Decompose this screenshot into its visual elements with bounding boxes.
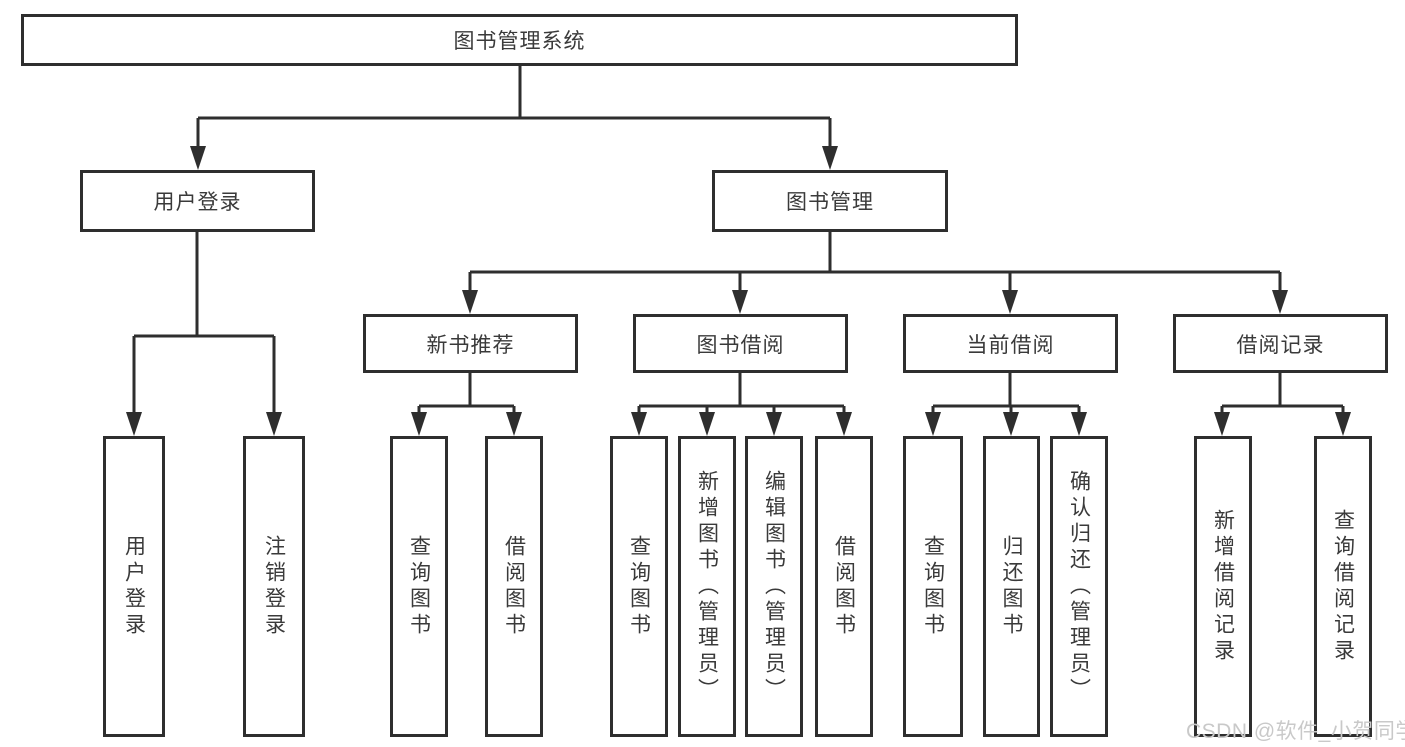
- node-label: 当前借阅: [966, 333, 1055, 357]
- leaf-confirm-return-admin: 确认归还（管理员）: [1050, 436, 1108, 737]
- node-book-borrowing: 图书借阅: [633, 314, 848, 373]
- leaf-add-borrow-record: 新增借阅记录: [1194, 436, 1252, 737]
- leaf-edit-books-admin: 编辑图书（管理员）: [745, 436, 803, 737]
- leaf-borrow-books: 借阅图书: [815, 436, 873, 737]
- node-label: 新增图书（管理员）: [695, 469, 719, 704]
- node-label: 用户登录: [153, 191, 242, 214]
- node-library-management-system: 图书管理系统: [21, 14, 1018, 66]
- node-label: 图书管理系统: [453, 30, 586, 53]
- node-label: 查询图书: [627, 534, 651, 639]
- leaf-borrow-books-recommend: 借阅图书: [485, 436, 543, 737]
- leaf-query-books-borrow: 查询图书: [610, 436, 668, 737]
- leaf-logout-login: 注销登录: [243, 436, 305, 737]
- node-new-book-recommendation: 新书推荐: [363, 314, 578, 373]
- leaf-add-books-admin: 新增图书（管理员）: [678, 436, 736, 737]
- csdn-watermark: CSDN @软件_小贺同学: [1186, 720, 1405, 743]
- node-book-management: 图书管理: [712, 170, 948, 232]
- node-borrowing-records: 借阅记录: [1173, 314, 1388, 373]
- node-label: 查询借阅记录: [1331, 508, 1355, 665]
- node-label: 用户登录: [122, 534, 146, 639]
- node-current-borrowing: 当前借阅: [903, 314, 1118, 373]
- node-label: 图书借阅: [696, 333, 785, 357]
- node-label: 图书管理: [786, 191, 874, 214]
- node-label: 查询图书: [407, 534, 431, 639]
- leaf-user-login: 用户登录: [103, 436, 165, 737]
- leaf-return-books: 归还图书: [983, 436, 1040, 737]
- node-label: 归还图书: [1000, 534, 1024, 639]
- node-label: 借阅图书: [832, 534, 856, 639]
- leaf-query-books-current: 查询图书: [903, 436, 963, 737]
- node-label: 新增借阅记录: [1211, 508, 1235, 665]
- node-label: 确认归还（管理员）: [1067, 469, 1091, 704]
- arrowheads: [126, 146, 1351, 436]
- leaf-query-borrow-record: 查询借阅记录: [1314, 436, 1372, 737]
- leaf-query-books-recommend: 查询图书: [390, 436, 448, 737]
- node-label: 注销登录: [262, 534, 286, 639]
- node-label: 查询图书: [921, 534, 945, 639]
- node-label: 编辑图书（管理员）: [762, 469, 786, 704]
- node-label: 借阅记录: [1236, 333, 1325, 357]
- node-label: 借阅图书: [502, 534, 526, 639]
- node-user-login: 用户登录: [80, 170, 315, 232]
- node-label: 新书推荐: [426, 333, 515, 357]
